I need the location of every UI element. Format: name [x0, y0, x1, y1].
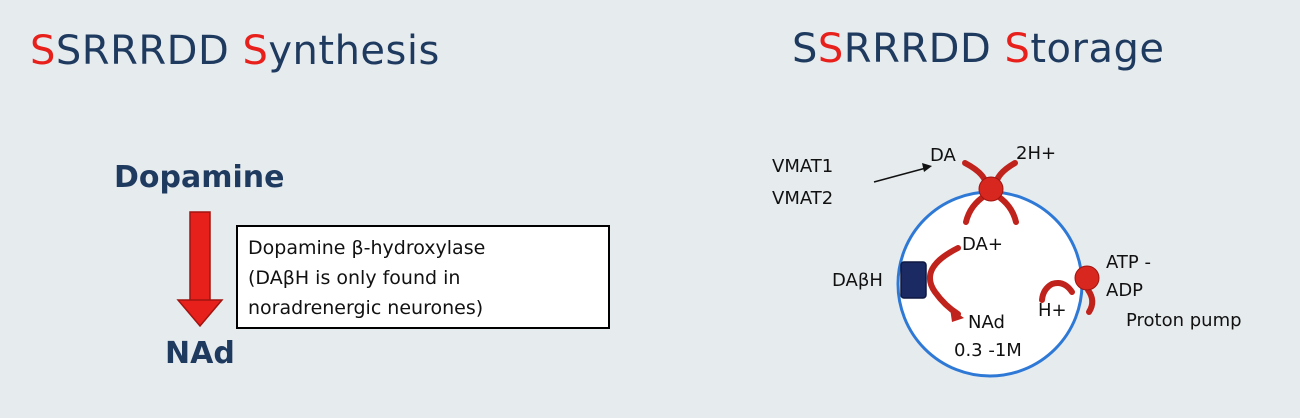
synthesis-title: SSRRRDD Synthesis	[30, 28, 440, 74]
atp-label: ATP -	[1106, 252, 1151, 273]
protons-in-label: 2H+	[1016, 143, 1056, 164]
da-plus-label: DA+	[962, 234, 1003, 255]
dopamine-label: Dopamine	[114, 160, 285, 195]
h-plus-label: H+	[1038, 300, 1067, 321]
da-label: DA	[930, 145, 957, 166]
vmat1-label: VMAT1	[772, 156, 833, 177]
enzyme-line-3: noradrenergic neurones)	[248, 297, 484, 319]
enzyme-line-2: (DAβH is only found in	[248, 267, 461, 289]
nad-storage-label: NAd	[968, 312, 1005, 333]
concentration-label: 0.3 -1M	[954, 340, 1022, 361]
nad-label: NAd	[165, 336, 235, 371]
dbh-enzyme	[900, 245, 964, 322]
adp-label: ADP	[1106, 280, 1143, 301]
enzyme-description-box: Dopamine β-hydroxylase (DAβH is only fou…	[236, 225, 610, 329]
enzyme-line-1: Dopamine β-hydroxylase	[248, 237, 486, 259]
proton-pump	[1039, 265, 1100, 315]
conversion-arrow	[176, 211, 224, 328]
vmat-core	[978, 176, 1004, 202]
vmat-pointer-arrow	[873, 163, 932, 183]
storage-title: SSRRRDD Storage	[792, 26, 1165, 72]
vmat2-label: VMAT2	[772, 188, 833, 209]
proton-pump-core	[1074, 265, 1100, 291]
proton-pump-label: Proton pump	[1126, 310, 1242, 331]
vmat-transporter	[962, 160, 1019, 225]
dabh-label: DAβH	[832, 270, 883, 291]
dbh-block	[900, 261, 927, 299]
